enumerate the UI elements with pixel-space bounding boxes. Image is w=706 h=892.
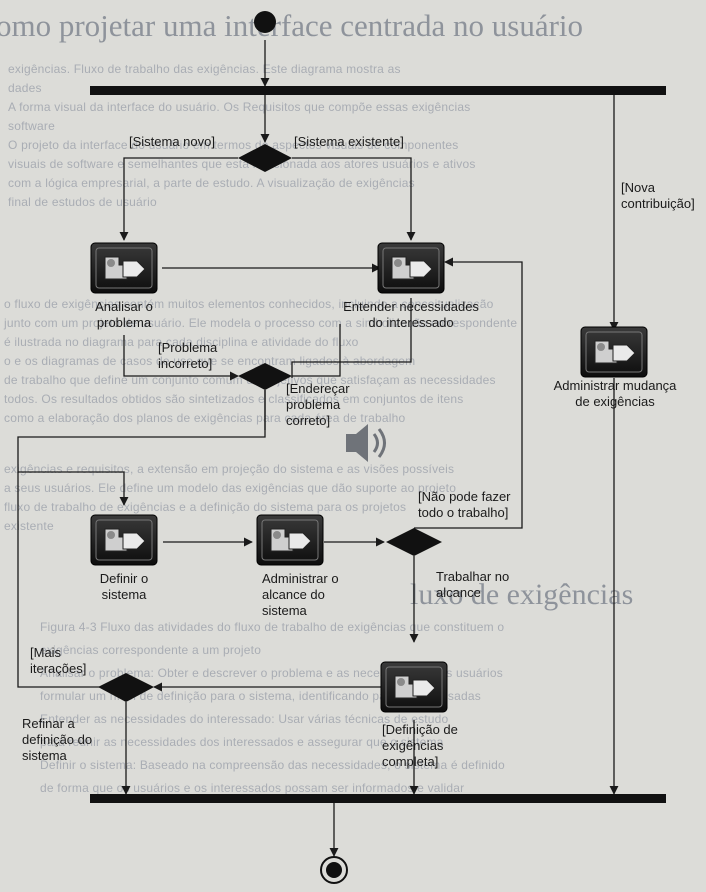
bg-top-line: software — [8, 119, 55, 133]
label-trabalhar-alcance: Trabalhar no alcance — [436, 569, 510, 600]
bg-bottom-line: Figura 4-3 Fluxo das atividades do fluxo… — [40, 620, 505, 634]
definicao-exigencias-icon — [380, 661, 448, 713]
guard-mais-iteracoes: [Mais iterações] — [30, 645, 87, 676]
bg-mid-line: é ilustrada no diagrama para cada discip… — [4, 335, 359, 349]
bg-top-line: dades — [8, 81, 42, 95]
fork-bar-top — [90, 86, 666, 95]
bg-low-line: a seus usuários. Ele define um modelo da… — [4, 481, 457, 495]
guard-sistema-existente: [Sistema existente] — [294, 134, 404, 149]
bg-mid-line: como a elaboração dos planos de exigênci… — [4, 411, 406, 425]
bg-bottom-line: Definir o sistema: Baseado na compreensã… — [40, 758, 505, 772]
bg-top-line: O projeto da interface do usuário em ter… — [8, 138, 459, 152]
administrar-alcance-icon — [256, 514, 324, 566]
analisar-o-problema-icon — [90, 242, 158, 294]
guard-nao-pode-fazer: [Não pode fazer todo o trabalho] — [418, 489, 511, 520]
entender-necessidades-icon — [377, 242, 445, 294]
end-node-dot — [326, 862, 342, 878]
bg-top-line: final de estudos de usuário — [8, 195, 157, 209]
guard-problema-incorreto: [Problema incorreto] — [158, 340, 218, 371]
bg-mid-line: o fluxo de exigências contém muitos elem… — [4, 297, 494, 311]
background-heading-mid: luxo de exigências — [410, 578, 634, 611]
bg-top-line: visuais de software e semelhantes que es… — [8, 157, 476, 171]
bg-bottom-line: para reunir as necessidades dos interess… — [40, 735, 444, 749]
start-node — [254, 11, 276, 33]
bg-top-line: com a lógica empresarial, a parte de est… — [8, 176, 415, 190]
bg-bottom-line: formular um nível de definição para o si… — [40, 689, 481, 703]
bg-top-line: A forma visual da interface do usuário. … — [8, 100, 471, 114]
bg-mid-line: todos. Os resultados obtidos são sinteti… — [4, 392, 464, 406]
bg-mid-line: o e os diagramas de casos de uso que se … — [4, 354, 416, 368]
decision-iteracoes — [98, 673, 154, 702]
guard-sistema-novo: [Sistema novo] — [129, 134, 215, 149]
speaker-icon — [346, 424, 386, 462]
label-administrar-alcance: Administrar o alcance do sistema — [262, 571, 339, 618]
label-entender-necessidades: Entender necessidades do interessado — [343, 299, 479, 330]
bg-top-line: exigências. Fluxo de trabalho das exigên… — [8, 62, 401, 76]
label-analisar-problema: Analisar o problema — [95, 299, 153, 330]
guard-nova-contribuicao: [Nova contribuição] — [621, 180, 695, 211]
end-node-ring — [320, 856, 348, 884]
bg-bottom-line: de forma que os usuários e os interessad… — [40, 781, 465, 795]
bg-mid-line: junto com um projeto de usuário. Ele mod… — [4, 316, 518, 330]
join-bar-bottom — [90, 794, 666, 803]
guard-enderecar-problema: [Endereçar problema correto] — [286, 381, 350, 428]
label-administrar-mudanca: Administrar mudança de exigências — [553, 378, 677, 409]
guard-definicao-completa: [Definição de exigências completa] — [382, 722, 458, 769]
decision-alcance — [386, 528, 442, 556]
label-refinar-definicao: Refinar a definição do sistema — [22, 716, 93, 763]
administrar-mudanca-icon — [580, 326, 648, 378]
label-definir-sistema: Definir o sistema — [99, 571, 149, 602]
bg-bottom-line: Entender as necessidades do interessado:… — [40, 712, 449, 726]
bg-low-line: existente — [4, 519, 54, 533]
bg-bottom-line: exigências correspondente a um projeto — [40, 643, 262, 657]
bg-low-line: fluxo de trabalho de exigências e a defi… — [4, 500, 407, 514]
decision-sistema — [238, 144, 292, 172]
background-heading-top: omo projetar uma interface centrada no u… — [0, 8, 584, 43]
definir-o-sistema-icon — [90, 514, 158, 566]
decision-problema — [238, 363, 292, 390]
